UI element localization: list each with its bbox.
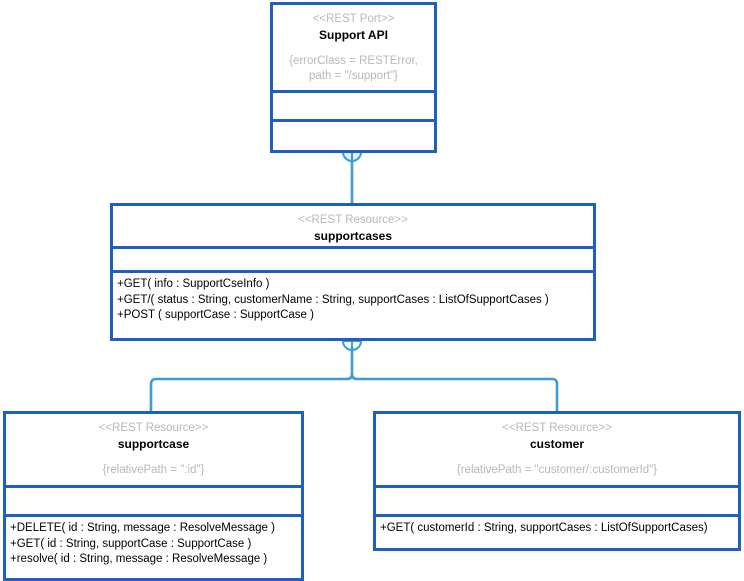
class-properties: {relativePath = "customer/:customerId"} xyxy=(456,464,658,476)
uml-class-supportcase[interactable]: <<REST Resource>> supportcase {relativeP… xyxy=(3,411,304,581)
class-header-supportcase: <<REST Resource>> supportcase {relativeP… xyxy=(6,414,301,485)
operation-item: +GET( info : SupportCseInfo ) xyxy=(117,278,270,290)
class-properties: {errorClass = RESTError, path = "/suppor… xyxy=(289,55,418,82)
class-name: supportcases xyxy=(313,229,393,243)
operation-item: +resolve( id : String, message : Resolve… xyxy=(10,553,268,565)
connector-branch-right xyxy=(350,373,559,411)
operation-item: +DELETE( id : String, message : ResolveM… xyxy=(10,522,275,534)
class-operations-supportcase: +DELETE( id : String, message : ResolveM… xyxy=(6,514,301,578)
class-stereotype: <<REST Port>> xyxy=(312,13,395,25)
class-operations-supportcases: +GET( info : SupportCseInfo ) +GET/( sta… xyxy=(113,270,593,338)
uml-class-customer[interactable]: <<REST Resource>> customer {relativePath… xyxy=(373,411,741,551)
connector-branch-left xyxy=(149,373,354,411)
class-header-customer: <<REST Resource>> customer {relativePath… xyxy=(376,414,738,485)
uml-class-supportcases[interactable]: <<REST Resource>> supportcases +GET( inf… xyxy=(110,203,596,341)
class-stereotype: <<REST Resource>> xyxy=(298,214,408,226)
class-name: supportcase xyxy=(117,437,190,451)
operation-item: +GET/( status : String, customerName : S… xyxy=(117,293,549,306)
uml-class-support-api[interactable]: <<REST Port>> Support API {errorClass = … xyxy=(270,2,437,153)
class-attributes-customer xyxy=(376,485,738,514)
class-attributes-support-api xyxy=(273,90,434,119)
class-attributes-supportcase xyxy=(6,485,301,514)
class-name: customer xyxy=(529,437,585,451)
connector-supportcases-to-children[interactable] xyxy=(149,331,559,411)
operation-item: +GET( customerId : String, supportCases … xyxy=(380,522,708,534)
class-name: Support API xyxy=(319,28,388,42)
class-header-supportcases: <<REST Resource>> supportcases xyxy=(113,206,593,246)
class-header-support-api: <<REST Port>> Support API {errorClass = … xyxy=(273,5,434,90)
class-attributes-supportcases xyxy=(113,246,593,270)
class-properties: {relativePath = ":id"} xyxy=(102,464,205,476)
class-stereotype: <<REST Resource>> xyxy=(502,422,612,434)
class-stereotype: <<REST Resource>> xyxy=(98,422,209,434)
class-operations-customer: +GET( customerId : String, supportCases … xyxy=(376,514,738,548)
class-operations-support-api xyxy=(273,119,434,150)
operation-item: +POST ( supportCase : SupportCase ) xyxy=(117,309,314,321)
operation-item: +GET( id : String, supportCase : Support… xyxy=(10,537,252,550)
